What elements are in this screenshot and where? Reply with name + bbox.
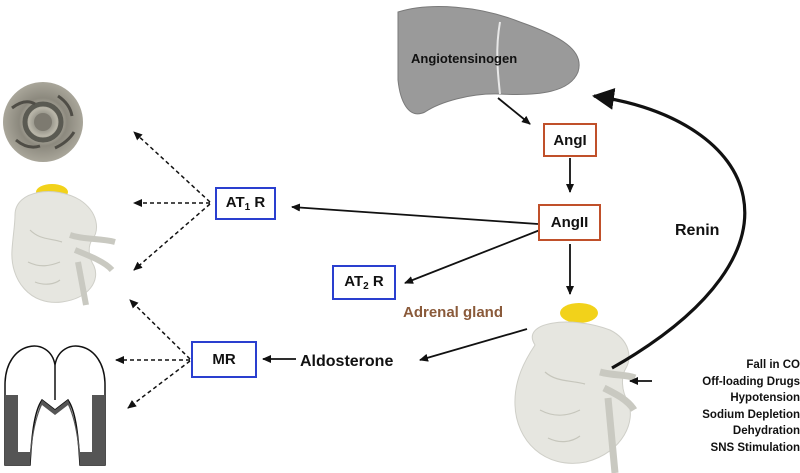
heart-icon — [4, 345, 106, 466]
renin-arrow — [592, 87, 747, 370]
at2r-box: AT2 R — [332, 265, 396, 300]
aldosterone-label: Aldosterone — [300, 353, 394, 370]
at1r-box: AT1 R — [215, 187, 276, 220]
angII-label: AngII — [550, 214, 589, 231]
angiotensinogen-label: Angiotensinogen — [411, 51, 518, 66]
effect-arrows — [115, 131, 211, 409]
renin-trigger-item: Hypotension — [730, 392, 800, 404]
liver-icon — [397, 6, 580, 115]
angI-label: AngI — [553, 131, 587, 149]
adrenal-gland-label: Adrenal gland — [403, 304, 504, 321]
at2r-label: AT2 R — [344, 273, 384, 292]
vessel-cross-section-icon — [3, 82, 83, 162]
mr-box: MR — [191, 341, 257, 378]
kidney-icon — [514, 303, 638, 473]
angII-box: AngII — [538, 204, 601, 241]
pathway-arrows — [262, 97, 652, 385]
at1r-label: AT1 R — [225, 194, 266, 213]
renin-label: Renin — [675, 222, 720, 239]
renin-trigger-item: Sodium Depletion — [702, 408, 800, 421]
renin-trigger-item: Off-loading Drugs — [702, 375, 800, 388]
angI-box: AngI — [543, 123, 597, 157]
renin-trigger-item: SNS Stimulation — [710, 441, 800, 454]
renin-trigger-item: Fall in CO — [746, 359, 800, 371]
renin-trigger-list: Fall in CO Off-loading Drugs Hypotension… — [660, 357, 800, 456]
mr-label: MR — [212, 351, 236, 368]
renin-trigger-item: Dehydration — [732, 425, 800, 437]
kidney-icon — [11, 184, 116, 306]
